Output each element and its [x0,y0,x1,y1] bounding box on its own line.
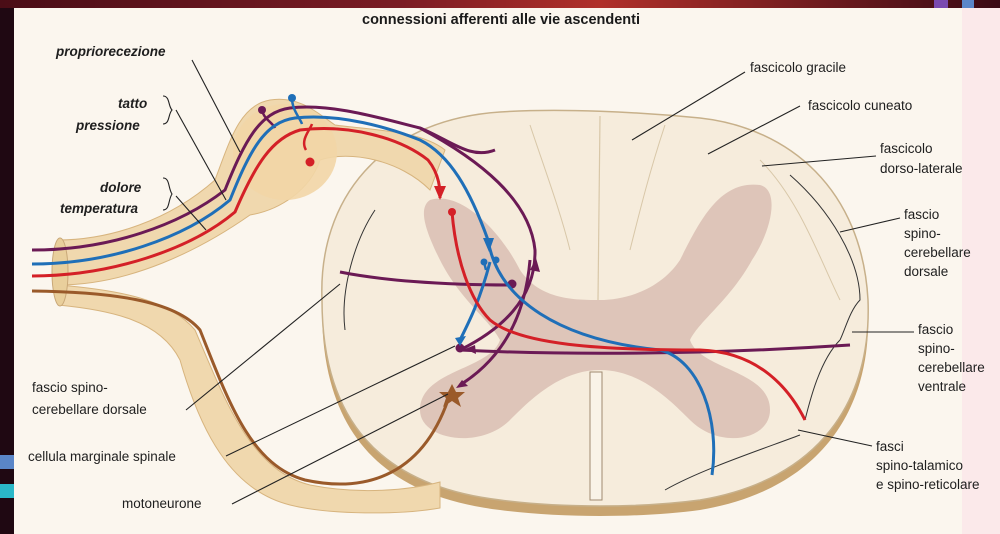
bracket-dolore [163,178,172,210]
label-dl-2: dorso-laterale [880,161,963,176]
label-st-1: fasci [876,439,904,454]
label-tatto: tatto [118,96,147,111]
label-fascicolo-gracile: fascicolo gracile [750,60,846,75]
ventral-fissure [590,372,602,500]
label-scd-4: dorsale [904,264,948,279]
label-pressione: pressione [75,118,140,133]
label-cellula-marginale: cellula marginale spinale [28,449,176,464]
label-dl-1: fascicolo [880,141,933,156]
label-scd-3: cerebellare [904,245,971,260]
label-scv-4: ventrale [918,379,966,394]
right-margin-strip [962,8,1000,534]
label-scv-2: spino- [918,341,955,356]
red-knob-head [306,158,315,167]
label-fascio-spino-left-1: fascio spino- [32,380,108,395]
label-scd-2: spino- [904,226,941,241]
label-st-3: e spino-reticolare [876,477,980,492]
blue-knob-head [288,94,296,102]
leader-tatto [176,110,226,200]
leader-scd-left [186,284,340,410]
red-synapse [448,208,456,216]
label-st-2: spino-talamico [876,458,963,473]
label-scd-1: fascio [904,207,939,222]
purple-knob-head [258,106,266,114]
label-motoneurone: motoneurone [122,496,202,511]
label-fascio-spino-left-2: cerebellare dorsale [32,402,147,417]
label-scv-1: fascio [918,322,953,337]
label-temperatura: temperatura [60,201,139,216]
label-fascicolo-cuneato: fascicolo cuneato [808,98,912,113]
label-dolore: dolore [100,180,142,195]
blue-terminal-2-head [493,257,500,264]
figure-title: connessioni afferenti alle vie ascendent… [362,12,640,28]
blue-terminal-1-head [481,259,488,266]
bracket-tatto [163,96,172,124]
label-scv-3: cerebellare [918,360,985,375]
leader-proprio [192,60,240,152]
label-propriorecezione: propriorecezione [55,44,166,59]
